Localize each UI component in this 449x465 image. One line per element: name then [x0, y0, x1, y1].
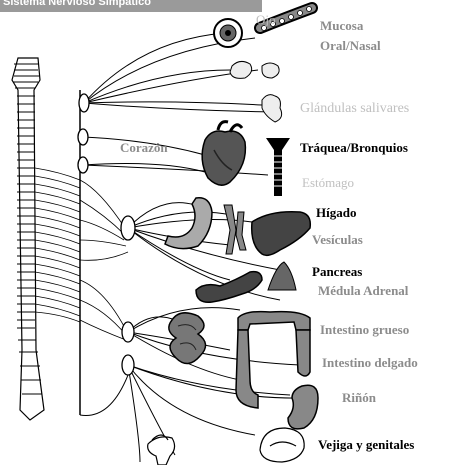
spinal-roots: [35, 168, 128, 340]
superior-cervical-ganglion: [79, 94, 89, 112]
celiac-ganglion: [121, 216, 135, 240]
adrenal-gland-organ: [268, 262, 296, 290]
trachea-organ: [266, 138, 290, 196]
ganglia: [78, 94, 135, 375]
label-corazon: Corazón: [120, 140, 168, 156]
spinal-column: [12, 58, 44, 420]
kidney-organ: [288, 385, 318, 429]
label-intestino-delgado: Intestino delgado: [322, 355, 418, 371]
vesicle-vessels-organ: [224, 205, 246, 254]
label-higado: Hígado: [316, 205, 356, 221]
stomach-organ: [165, 198, 212, 249]
label-medula-adrenal: Médula Adrenal: [318, 283, 408, 299]
label-ojo: Ojo: [256, 12, 276, 28]
inferior-mesenteric-ganglion: [122, 355, 134, 375]
label-intestino-grueso: Intestino grueso: [320, 322, 409, 338]
superior-mesenteric-ganglion: [122, 322, 134, 342]
middle-cervical-ganglion: [78, 129, 88, 145]
label-oral-nasal: Oral/Nasal: [320, 38, 381, 54]
label-vesiculas: Vesículas: [312, 232, 363, 248]
label-traquea-bronquios: Tráquea/Bronquios: [300, 140, 408, 156]
inferior-cervical-ganglion: [78, 157, 88, 173]
label-mucosa: Mucosa: [320, 18, 363, 34]
small-intestine-organ: [169, 313, 206, 364]
label-rinon: Riñón: [342, 390, 376, 406]
heart-organ: [202, 122, 245, 186]
label-pancreas: Pancreas: [312, 264, 362, 280]
liver-organ: [252, 212, 311, 256]
label-glandulas-salivares: Glándulas salivares: [300, 101, 409, 117]
bladder-organ: [260, 428, 304, 462]
eye-organ: [214, 19, 242, 47]
label-vejiga-genitales: Vejiga y genitales: [318, 437, 414, 453]
genital-organ: [148, 435, 175, 465]
label-estomago: Estómago: [302, 175, 354, 191]
